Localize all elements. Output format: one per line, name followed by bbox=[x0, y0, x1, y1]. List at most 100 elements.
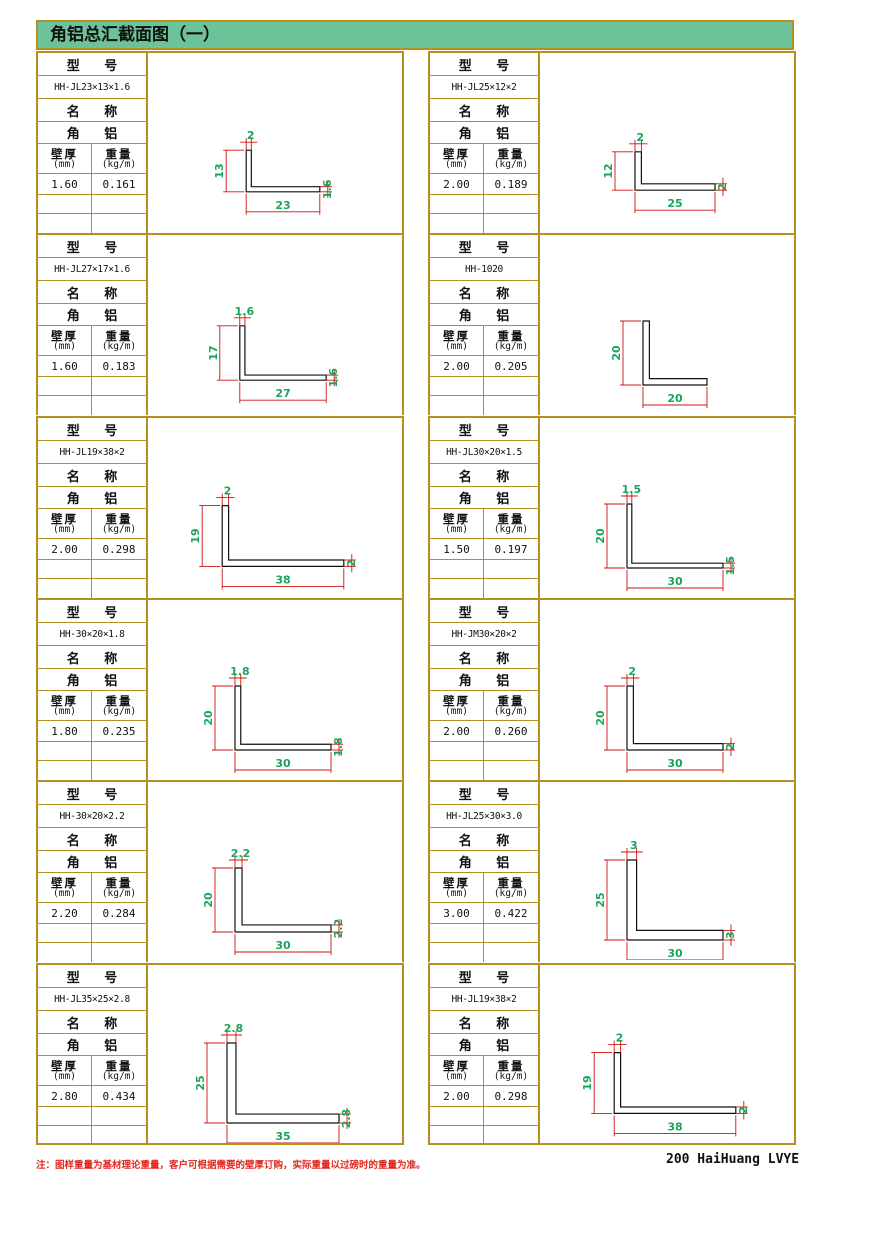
weight-cell: 0.298 bbox=[484, 1086, 538, 1106]
blank-cell bbox=[430, 214, 484, 233]
blank-cell bbox=[38, 1126, 92, 1145]
weight-header-text: 重量 bbox=[105, 1058, 133, 1073]
weight-header: 重量(kg/m) bbox=[484, 873, 538, 902]
blank-cell bbox=[484, 560, 538, 578]
thickness-header-unit: (mm) bbox=[445, 158, 468, 170]
thickness-header-text: 壁厚 bbox=[51, 511, 78, 526]
blank-row bbox=[430, 214, 538, 233]
thickness-cell: 3.00 bbox=[430, 903, 484, 923]
weight-header: 重量(kg/m) bbox=[484, 326, 538, 355]
product-name: 角 铝 bbox=[38, 487, 146, 509]
name-label: 名 称 bbox=[430, 828, 538, 851]
blank-cell bbox=[38, 560, 92, 578]
dim-label-width: 38 bbox=[667, 1120, 682, 1133]
dim-label-width: 35 bbox=[275, 1130, 290, 1143]
angle-profile bbox=[634, 151, 716, 191]
angle-profile bbox=[642, 320, 708, 386]
blank-cell bbox=[92, 579, 146, 598]
blank-row bbox=[38, 924, 146, 943]
name-label: 名 称 bbox=[38, 99, 146, 122]
dim-label-thickness-top: 1.5 bbox=[622, 483, 642, 496]
model-code: HH-JL25×12×2 bbox=[430, 76, 538, 99]
thickness-header: 壁厚(mm) bbox=[430, 873, 484, 902]
thickness-header: 壁厚(mm) bbox=[430, 1056, 484, 1085]
thickness-header-unit: (mm) bbox=[445, 1070, 468, 1082]
thickness-cell: 2.00 bbox=[38, 539, 92, 559]
weight-value: 0.205 bbox=[494, 359, 528, 373]
column-headers: 壁厚(mm)重量(kg/m) bbox=[430, 509, 538, 539]
profile-drawing: 35 25 2.8 2.8 bbox=[194, 1022, 353, 1143]
dim-label-thickness-top: 2 bbox=[636, 131, 644, 144]
dim-label-thickness-top: 1.8 bbox=[230, 665, 250, 678]
weight-cell: 0.298 bbox=[92, 539, 146, 559]
weight-value: 0.197 bbox=[494, 542, 528, 556]
thickness-header-text: 壁厚 bbox=[443, 146, 470, 161]
blank-row bbox=[38, 579, 146, 598]
blank-row bbox=[430, 579, 538, 598]
dim-label-thickness-side: 1.6 bbox=[327, 368, 340, 388]
dim-label-height: 25 bbox=[194, 1075, 207, 1090]
dim-label-height: 19 bbox=[189, 528, 202, 543]
dim-label-thickness-side: 1.8 bbox=[332, 737, 345, 757]
blank-row bbox=[38, 761, 146, 780]
blank-row bbox=[38, 396, 146, 415]
thickness-cell: 1.60 bbox=[38, 356, 92, 376]
name-label: 名 称 bbox=[38, 1011, 146, 1034]
blank-row bbox=[430, 924, 538, 943]
column-headers: 壁厚(mm)重量(kg/m) bbox=[38, 509, 146, 539]
weight-cell: 0.422 bbox=[484, 903, 538, 923]
weight-header-unit: (kg/m) bbox=[493, 1070, 529, 1082]
dim-label-thickness-side: 2.8 bbox=[340, 1109, 353, 1129]
thickness-value: 1.50 bbox=[443, 542, 470, 556]
blank-cell bbox=[92, 195, 146, 213]
thickness-header: 壁厚(mm) bbox=[38, 326, 92, 355]
weight-header: 重量(kg/m) bbox=[92, 1056, 146, 1085]
blank-cell bbox=[430, 924, 484, 942]
model-label: 型 号 bbox=[38, 965, 146, 988]
blank-cell bbox=[430, 377, 484, 395]
dim-label-height: 12 bbox=[602, 163, 615, 178]
blank-cell bbox=[38, 924, 92, 942]
thickness-header: 壁厚(mm) bbox=[38, 873, 92, 902]
model-label: 型 号 bbox=[430, 418, 538, 441]
model-code: HH-30×20×1.8 bbox=[38, 623, 146, 646]
weight-header-text: 重量 bbox=[497, 693, 525, 708]
thickness-value: 1.60 bbox=[51, 359, 78, 373]
blank-cell bbox=[430, 1107, 484, 1125]
dim-label-width: 25 bbox=[667, 197, 682, 210]
name-label: 名 称 bbox=[38, 828, 146, 851]
angle-profile bbox=[226, 1042, 340, 1124]
weight-header-unit: (kg/m) bbox=[101, 523, 137, 535]
dim-label-thickness-top: 2.8 bbox=[224, 1022, 244, 1035]
weight-header: 重量(kg/m) bbox=[484, 1056, 538, 1085]
blank-cell bbox=[430, 579, 484, 598]
product-name: 角 铝 bbox=[38, 122, 146, 144]
weight-header-text: 重量 bbox=[105, 328, 133, 343]
blank-row bbox=[430, 377, 538, 396]
weight-header-unit: (kg/m) bbox=[493, 340, 529, 352]
dim-label-thickness-top: 1.6 bbox=[235, 305, 255, 318]
model-label: 型 号 bbox=[430, 965, 538, 988]
weight-header-unit: (kg/m) bbox=[101, 340, 137, 352]
model-code: HH-JL23×13×1.6 bbox=[38, 76, 146, 99]
weight-header: 重量(kg/m) bbox=[484, 509, 538, 538]
blank-cell bbox=[92, 396, 146, 415]
name-label: 名 称 bbox=[430, 99, 538, 122]
thickness-header-unit: (mm) bbox=[445, 340, 468, 352]
weight-value: 0.284 bbox=[102, 906, 136, 920]
blank-cell bbox=[430, 195, 484, 213]
blank-cell bbox=[92, 761, 146, 780]
weight-cell: 0.284 bbox=[92, 903, 146, 923]
